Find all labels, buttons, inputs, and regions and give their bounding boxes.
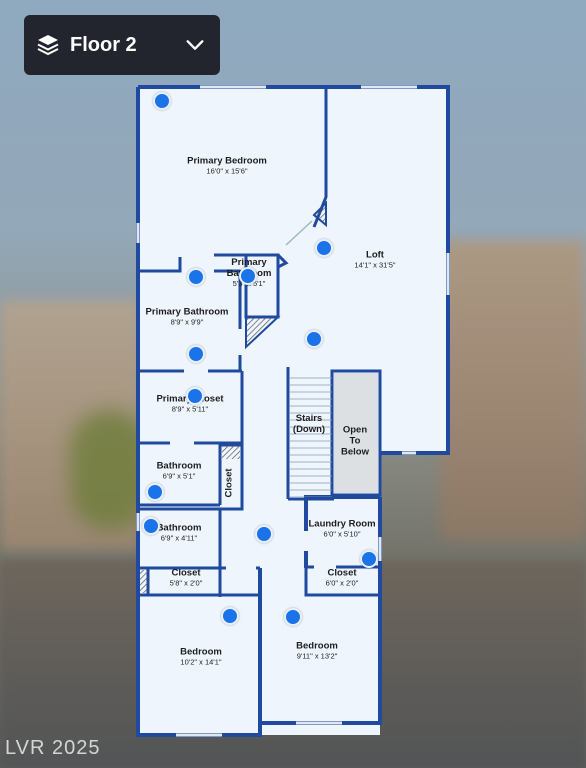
photo-hotspot-bathroom-2[interactable] <box>142 517 160 535</box>
layers-icon <box>37 35 59 56</box>
photo-hotspot-primary-bathroom-small[interactable] <box>239 267 257 285</box>
photo-hotspot-primary-bedroom[interactable] <box>153 92 171 110</box>
watermark: LVR 2025 <box>5 737 101 759</box>
photo-hotspot-hall[interactable] <box>187 268 205 286</box>
room-closet-vertical: Closet <box>223 468 235 498</box>
photo-hotspot-laundry[interactable] <box>360 550 378 568</box>
floor-label: Floor 2 <box>70 33 137 56</box>
photo-hotspot-loft-upper[interactable] <box>315 239 333 257</box>
photo-hotspot-primary-closet[interactable] <box>186 387 204 405</box>
background-house-right <box>440 240 586 540</box>
photo-hotspot-loft-lower[interactable] <box>305 330 323 348</box>
photo-hotspot-bedroom-right[interactable] <box>284 608 302 626</box>
photo-hotspot-hallway[interactable] <box>255 525 273 543</box>
chevron-down-icon <box>186 40 204 50</box>
floor-selector-dropdown[interactable]: Floor 2 <box>24 15 220 75</box>
room-open-to-below: Open To Below <box>341 424 369 458</box>
photo-hotspot-bathroom-1[interactable] <box>146 483 164 501</box>
photo-hotspot-bedroom-left[interactable] <box>221 607 239 625</box>
room-stairs: Stairs (Down) <box>292 413 326 435</box>
photo-hotspot-primary-bathroom[interactable] <box>187 345 205 363</box>
floor-plan-walls <box>136 85 450 737</box>
